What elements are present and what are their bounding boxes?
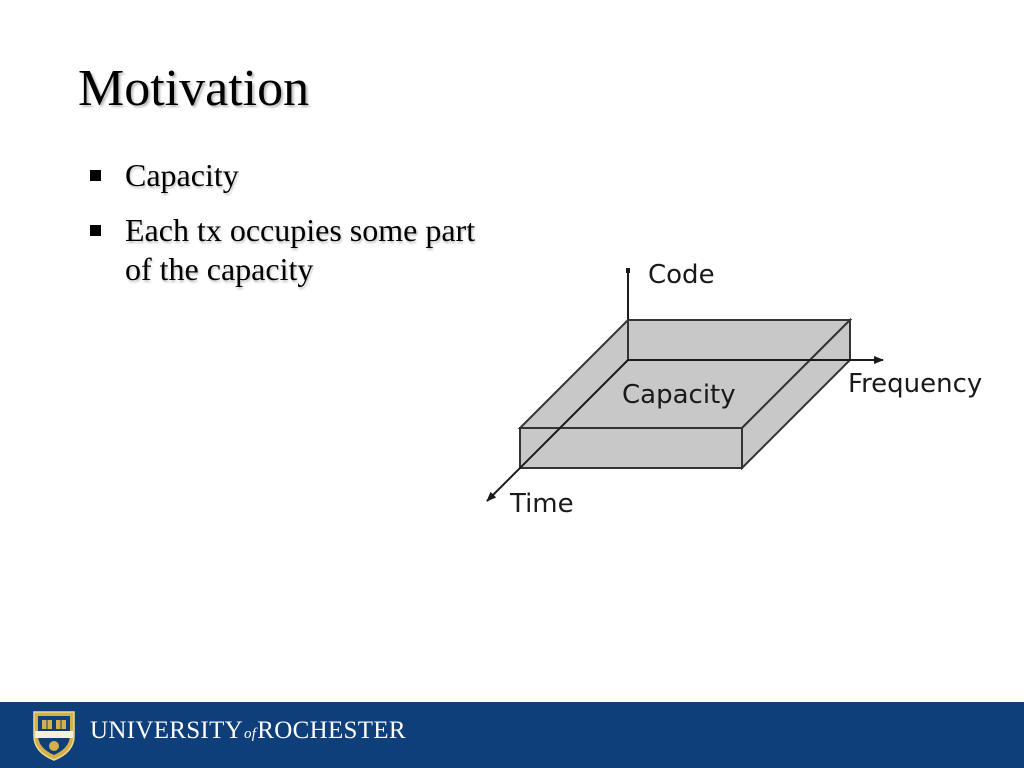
university-seal-logo (33, 711, 75, 761)
time-axis-label: Time (509, 489, 574, 519)
university-name-suffix: ROCHESTER (257, 717, 406, 744)
capacity-box-label: Capacity (622, 380, 736, 410)
footer-bar: UNIVERSITYofROCHESTER (0, 702, 1024, 768)
square-bullet-icon (90, 225, 101, 237)
time-axis (486, 359, 629, 502)
bullet-item: Capacity (86, 156, 506, 194)
bullet-item: Each tx occupies some part of the capaci… (86, 211, 506, 288)
university-name: UNIVERSITYofROCHESTER (90, 717, 406, 745)
square-bullet-icon (90, 170, 101, 181)
university-name-of: of (244, 726, 257, 742)
slide-title: Motivation (78, 60, 310, 117)
university-name-prefix: UNIVERSITY (90, 717, 243, 744)
code-axis-label: Code (648, 260, 715, 290)
bullet-list: Capacity Each tx occupies some part of t… (86, 156, 506, 305)
bullet-text: Capacity (125, 157, 239, 193)
code-axis-tip (626, 268, 630, 273)
bullet-text: Each tx occupies some part of the capaci… (125, 212, 476, 287)
capacity-diagram: Code Frequency Time Capacity (486, 260, 982, 519)
frequency-axis-label: Frequency (848, 369, 982, 399)
